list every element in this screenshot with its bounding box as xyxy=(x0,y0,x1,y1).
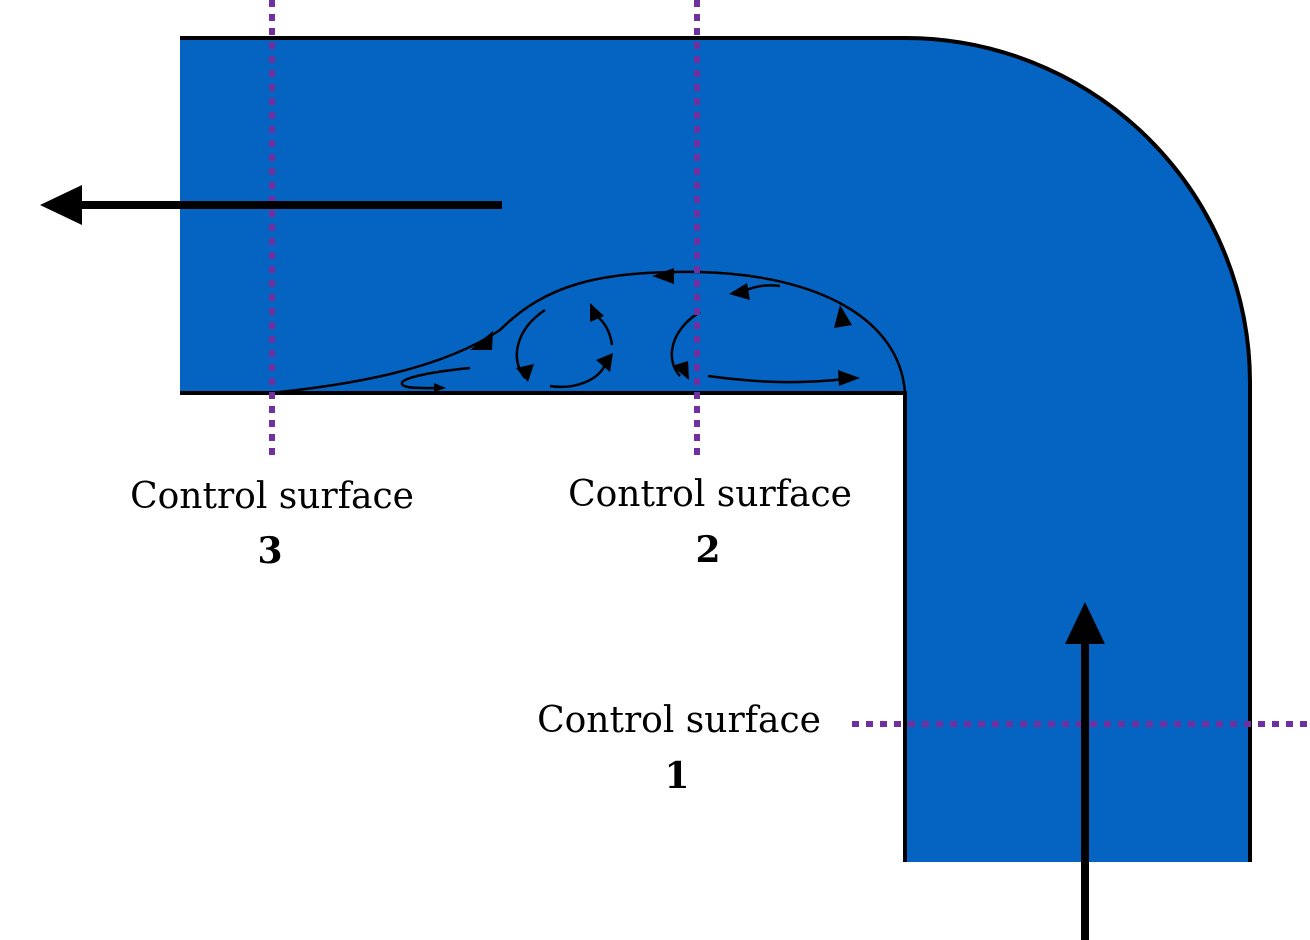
control-surface-1-number: 1 xyxy=(664,755,689,797)
streamline-arrow xyxy=(596,353,613,372)
control-surface-3-number: 3 xyxy=(257,530,282,572)
separation-streamline xyxy=(269,270,907,395)
streamline-arrow xyxy=(672,361,689,380)
outlet-arrowhead xyxy=(40,185,82,225)
fluid-region xyxy=(180,38,1250,862)
streamline-arrow xyxy=(834,305,852,328)
control-surface-2-label: Control surface xyxy=(568,474,852,515)
inner-wall xyxy=(180,391,907,862)
streamline-arrow xyxy=(729,283,750,300)
streamline-arrow xyxy=(470,331,493,350)
vortex-left-b xyxy=(549,364,607,389)
streamline-arrow xyxy=(838,370,860,386)
streamline-arrow xyxy=(516,364,534,382)
inlet-arrowhead xyxy=(1065,602,1105,644)
control-surface-1-label: Control surface xyxy=(537,700,821,741)
control-surface-2-number: 2 xyxy=(695,529,720,571)
recirculation-zone xyxy=(269,268,907,395)
control-surface-3-label: Control surface xyxy=(130,476,414,517)
vortex-right-a xyxy=(670,310,701,377)
vortex-right-b xyxy=(707,374,846,384)
outer-wall xyxy=(180,36,1252,862)
streamline-arrow xyxy=(434,383,446,392)
streamline-arrow xyxy=(652,268,674,284)
small-eddy xyxy=(400,366,471,390)
streamline-arrow xyxy=(590,303,604,322)
